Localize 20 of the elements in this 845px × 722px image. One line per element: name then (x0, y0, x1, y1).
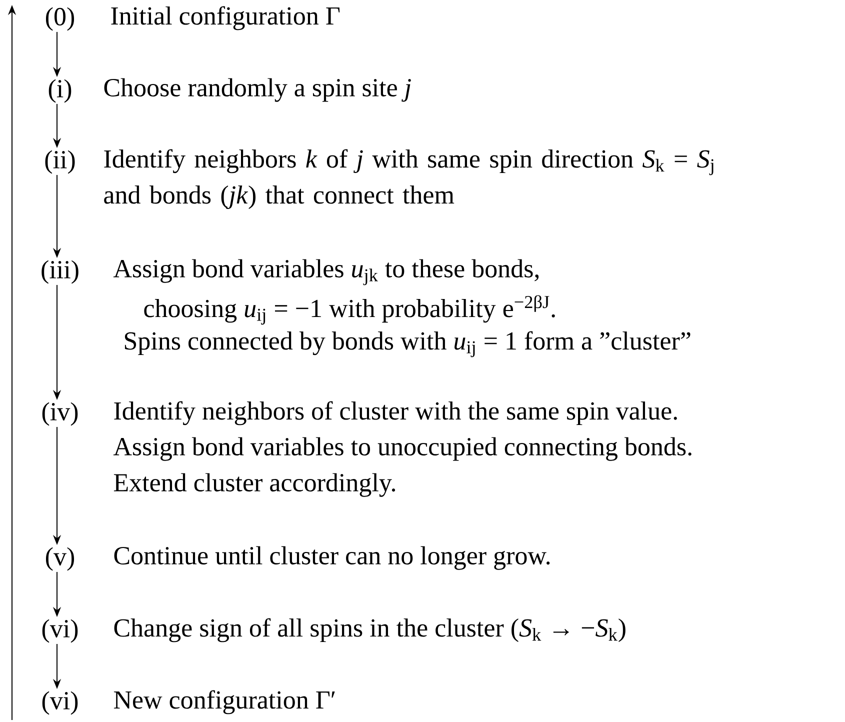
step-text: Choose randomly a spin site j (104, 78, 411, 102)
step-text: Initial configuration Γ (111, 6, 340, 30)
step-number: (vi) (42, 691, 78, 715)
step-text: Identify neighbors of cluster with the same spin value. (114, 401, 677, 426)
step-text: Identify neighbors k of j with same spin direction S$_{k}$ = S$_{j}$ and bonds (jk) that connect them (104, 149, 714, 210)
step-number: (v) (46, 547, 74, 571)
step-number: (iii) (42, 260, 78, 284)
step-number: (0) (46, 7, 74, 31)
step-text: Assign bond variables u$_{jk}$ to these bonds, (113, 259, 539, 286)
step-number: (vi) (42, 619, 78, 643)
step-text: choosing u$_{ij}$ = −1 with probability e$^{−2βJ}$. (144, 295, 555, 325)
step-text: Assign bond variables to unoccupied connecting bonds. (113, 437, 692, 461)
step-text: Spins connected by bonds with u$_{ij}$ = 1 form a ”cluster” (124, 331, 690, 358)
step-number: (i) (48, 79, 72, 103)
step-text: Extend cluster accordingly. (114, 473, 396, 497)
step-number: (ii) (45, 150, 75, 174)
step-text: New configuration Γ′ (114, 690, 335, 714)
step-text: Change sign of all spins in the cluster (S$_{k}$ → −S$_{k}$) (114, 618, 626, 642)
step-text: Continue until cluster can no longer grow. (114, 546, 550, 570)
step-number: (iv) (42, 402, 78, 426)
